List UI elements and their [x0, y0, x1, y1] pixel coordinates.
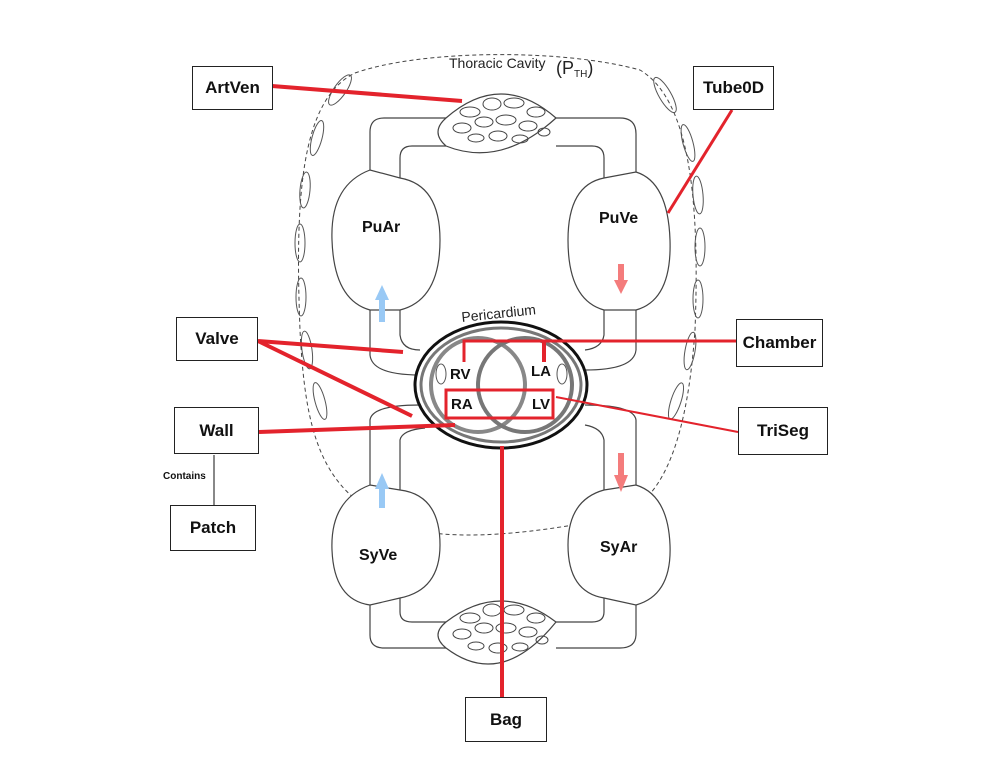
pericardium-label: Pericardium: [461, 301, 537, 325]
tube0d-box: Tube0D: [693, 66, 774, 110]
sy-ve-balloon: [331, 484, 441, 606]
artven-box: ArtVen: [192, 66, 273, 110]
callout-line-valve-lower: [257, 339, 413, 418]
sy-ar-balloon: [567, 484, 671, 606]
triseg-highlight: [444, 388, 555, 420]
bag-box: Bag: [465, 697, 547, 742]
left-valve-leaflet: [556, 363, 568, 385]
thoracic-cavity-label: Thoracic Cavity: [449, 55, 545, 71]
callout-lines: [257, 84, 739, 697]
patch-box: Patch: [170, 505, 256, 551]
right-heart-ring: [429, 336, 527, 434]
sy-ve-label: SyVe: [359, 547, 397, 564]
lv-label: LV: [532, 396, 550, 413]
valve-box: Valve: [176, 317, 258, 361]
left-heart-ring: [476, 336, 574, 434]
compartment-balloons: [331, 169, 671, 606]
wall-box: Wall: [174, 407, 259, 454]
la-label: LA: [531, 363, 551, 380]
pu-ar-label: PuAr: [362, 219, 400, 236]
pu-ve-balloon: [567, 171, 671, 311]
right-lung-lobes: [653, 76, 706, 420]
chamber-box: Chamber: [736, 319, 823, 367]
systemic-capillary-bed: [437, 600, 557, 665]
pu-ve-label: PuVe: [599, 210, 638, 227]
callout-line-valve-upper: [257, 339, 404, 354]
sy-ar-label: SyAr: [600, 539, 637, 556]
callout-line-wall: [258, 423, 456, 434]
ra-label: RA: [451, 396, 473, 413]
pu-ar-balloon: [331, 169, 441, 311]
callout-line-chamber: [462, 339, 736, 362]
flow-arrow-pu-ar-up: [375, 285, 389, 322]
callout-line-artven: [271, 84, 463, 103]
right-valve-leaflet: [435, 363, 447, 385]
flow-arrow-pu-ve-down: [614, 264, 628, 294]
pulmonary-capillary-bed: [437, 93, 557, 154]
triseg-box: TriSeg: [738, 407, 828, 455]
callout-line-tube0d: [666, 109, 734, 214]
rv-label: RV: [450, 366, 471, 383]
flow-arrow-sy-ve-up: [375, 473, 389, 508]
callout-line-triseg: [555, 396, 739, 433]
pericardium-inner: [419, 326, 583, 444]
cavity-pressure-symbol: (PTH): [556, 58, 593, 80]
flow-arrow-sy-ar-down: [614, 453, 628, 492]
contains-label: Contains: [163, 471, 206, 482]
